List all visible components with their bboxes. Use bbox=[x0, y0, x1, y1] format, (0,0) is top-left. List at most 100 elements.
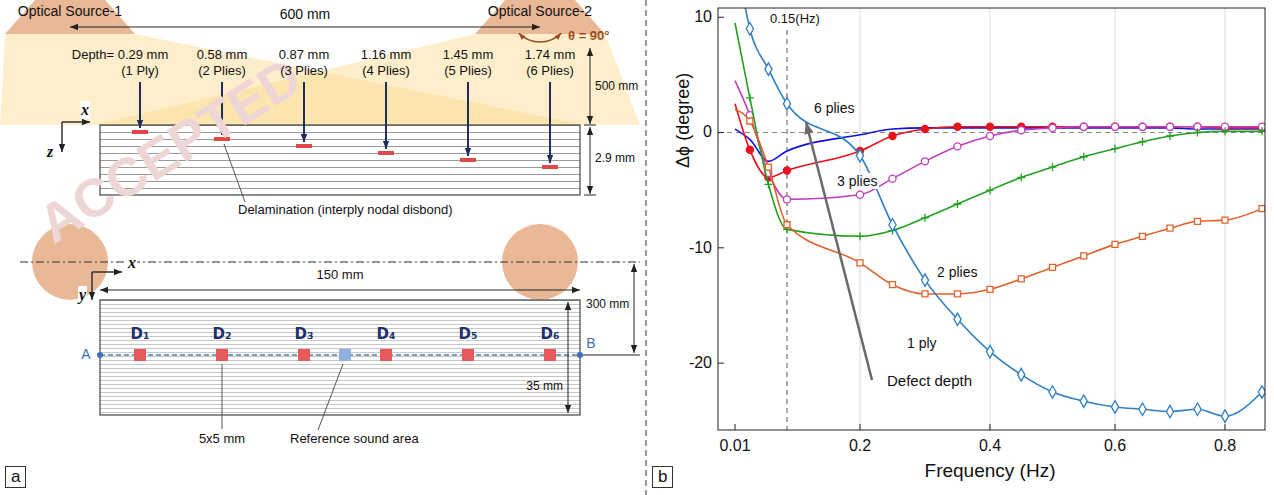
dimension-label: 600 mm bbox=[280, 6, 331, 22]
tick-mark bbox=[1115, 424, 1116, 430]
defect-label: D₅ bbox=[458, 326, 477, 343]
tick-mark bbox=[718, 17, 724, 18]
data-marker bbox=[1139, 138, 1147, 146]
data-marker bbox=[1258, 386, 1265, 398]
data-marker bbox=[1221, 410, 1228, 422]
depth-label: Depth= 0.29 mm bbox=[72, 48, 168, 63]
data-marker bbox=[1195, 218, 1201, 224]
svg-line bbox=[590, 48, 591, 124]
series-label: 6 plies bbox=[812, 100, 856, 116]
data-curve bbox=[735, 81, 1262, 200]
data-marker bbox=[1049, 124, 1056, 131]
data-marker bbox=[857, 260, 863, 266]
callout-label: 5x5 mm bbox=[199, 432, 245, 447]
defect-label: D₂ bbox=[212, 326, 231, 343]
series-label: 1 ply bbox=[905, 335, 939, 351]
trend-arrow bbox=[806, 122, 872, 380]
data-marker bbox=[954, 143, 961, 150]
svg-line bbox=[385, 82, 387, 149]
grid-line bbox=[1115, 8, 1116, 430]
tick-mark bbox=[718, 132, 724, 133]
tick-label: 10 bbox=[694, 8, 712, 26]
tick-mark bbox=[1225, 424, 1226, 430]
data-marker bbox=[889, 175, 896, 182]
dimension-label: 500 mm bbox=[595, 80, 638, 94]
angle-label: θ = 90° bbox=[568, 29, 610, 44]
dimension-label: 35 mm bbox=[526, 380, 563, 394]
top-view bbox=[20, 224, 640, 430]
data-marker bbox=[954, 313, 961, 325]
annotation-label: Defect depth bbox=[885, 372, 974, 389]
data-marker bbox=[747, 118, 753, 124]
data-marker bbox=[986, 345, 993, 357]
tick-label: 0.01 bbox=[719, 437, 750, 455]
data-marker bbox=[1111, 401, 1118, 413]
svg-rect bbox=[339, 349, 351, 361]
svg-line bbox=[62, 121, 90, 123]
point-label: A bbox=[81, 346, 90, 362]
axis-label: x bbox=[127, 254, 137, 272]
data-marker bbox=[889, 132, 896, 139]
data-marker bbox=[921, 214, 929, 222]
svg-rect bbox=[380, 349, 392, 361]
data-marker bbox=[1081, 253, 1087, 259]
data-marker bbox=[1166, 132, 1174, 140]
panel-tag: b bbox=[652, 466, 673, 488]
grid-line bbox=[860, 8, 861, 430]
svg-rect bbox=[298, 349, 310, 361]
data-curve bbox=[735, 109, 1262, 293]
data-marker bbox=[1080, 123, 1087, 130]
data-marker bbox=[856, 149, 863, 161]
tick-mark bbox=[860, 424, 861, 430]
grid-line bbox=[990, 8, 991, 430]
data-marker bbox=[921, 125, 928, 132]
ply-label: (5 Plies) bbox=[444, 64, 492, 79]
data-marker bbox=[1017, 173, 1025, 181]
data-marker bbox=[1111, 145, 1119, 153]
tick-label: 0.8 bbox=[1214, 437, 1236, 455]
svg-line bbox=[222, 364, 223, 429]
data-marker bbox=[746, 146, 753, 153]
data-marker bbox=[1139, 403, 1146, 415]
svg-line bbox=[61, 122, 63, 152]
depth-label: 0.58 mm bbox=[197, 48, 248, 63]
axis-label: z bbox=[46, 143, 54, 161]
tick-mark bbox=[718, 247, 724, 248]
ply-label: (3 Plies) bbox=[280, 64, 328, 79]
callout-label: Delamination (interply nodal disbond) bbox=[238, 203, 453, 218]
source-label: Optical Source-1 bbox=[18, 3, 122, 19]
tick-label: 0.2 bbox=[849, 437, 871, 455]
axis-title: Δϕ (degree) bbox=[674, 72, 695, 167]
svg-line bbox=[549, 82, 551, 163]
callout-label: Reference sound area bbox=[290, 432, 419, 447]
axis-label: y bbox=[78, 286, 87, 304]
svg-line bbox=[568, 302, 569, 413]
point-label: B bbox=[586, 335, 595, 351]
svg-polygon bbox=[5, 0, 135, 34]
data-marker bbox=[1018, 368, 1025, 380]
dimension-label: 150 mm bbox=[317, 268, 364, 283]
defect-label: D₁ bbox=[130, 326, 149, 343]
svg-line bbox=[70, 26, 540, 27]
ply-label: (6 Plies) bbox=[526, 64, 574, 79]
curves bbox=[735, 8, 1265, 422]
tick-label: -20 bbox=[689, 354, 712, 372]
data-marker bbox=[746, 23, 753, 35]
ply-label: (2 Plies) bbox=[198, 64, 246, 79]
data-marker bbox=[889, 219, 896, 231]
data-marker bbox=[1111, 123, 1118, 130]
data-marker bbox=[1018, 127, 1025, 134]
data-marker bbox=[1194, 129, 1202, 137]
svg-line bbox=[100, 290, 580, 291]
data-curve bbox=[735, 23, 1262, 236]
data-marker bbox=[890, 282, 896, 288]
ply-label: (4 Plies) bbox=[362, 64, 410, 79]
data-marker bbox=[1080, 395, 1087, 407]
series-label: 3 plies bbox=[835, 173, 879, 189]
tick-label: 0 bbox=[703, 123, 712, 141]
data-marker bbox=[1080, 123, 1087, 130]
panel-separator bbox=[645, 0, 646, 495]
data-marker bbox=[783, 196, 790, 203]
dimension-label: 2.9 mm bbox=[595, 152, 635, 166]
